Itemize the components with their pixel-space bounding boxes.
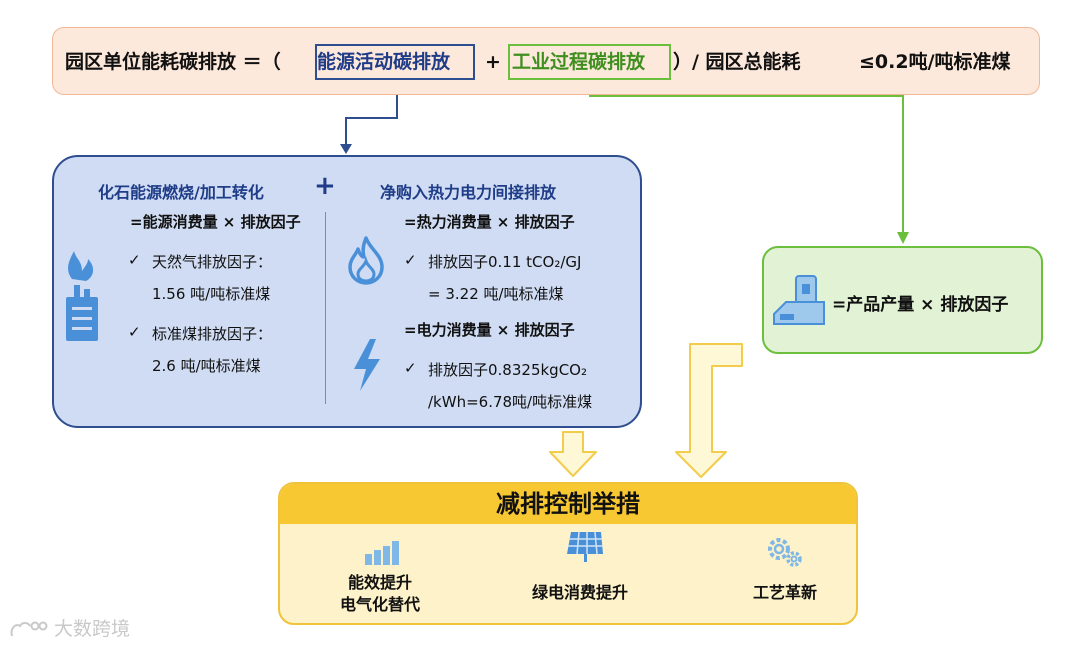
check-icon: ✓ [404,359,417,377]
measures-title: 减排控制举措 [280,484,856,524]
natural-gas-factor-label: 天然气排放因子： [152,253,273,271]
formula-suffix: ）/ 园区总能耗 [673,51,801,73]
heat-factor-value: = 3.22 吨/吨标准煤 [428,285,564,303]
formula-plus: + [485,51,501,73]
formula-bar: 园区单位能耗碳排放 ＝（ 能源活动碳排放 + 工业过程碳排放 ）/ 园区总能耗 … [52,27,1040,95]
measure-label: 能效提升 [347,573,412,592]
panel-divider [325,212,326,404]
energy-activity-term: 能源活动碳排放 [317,51,451,73]
measure-label: 电气化替代 [339,595,420,614]
check-icon: ✓ [128,251,141,269]
check-icon: ✓ [128,323,141,341]
flame-icon [348,236,384,285]
energy-formula: =能源消费量 × 排放因子 [130,213,301,231]
power-factor-label: 排放因子0.8325kgCO₂ [428,361,587,379]
bar-chart-icon [365,541,399,565]
factory-icon [66,251,98,341]
gears-icon [768,538,802,567]
standard-coal-factor-value: 2.6 吨/吨标准煤 [152,357,261,375]
measure-process-innovation: 工艺革新 [720,582,850,604]
process-formula: =产品产量 × 排放因子 [832,295,1009,315]
power-formula: =电力消费量 × 排放因子 [404,321,575,339]
measure-green-power: 绿电消费提升 [500,582,660,604]
panel-plus: + [314,171,336,201]
fossil-energy-title: 化石能源燃烧/加工转化 [98,183,264,202]
power-factor-value: /kWh=6.78吨/吨标准煤 [428,393,593,411]
industrial-process-term-box [508,44,671,80]
watermark: 大数跨境 [8,614,130,641]
indirect-emission-title: 净购入热力电力间接排放 [380,183,557,202]
industrial-process-panel: =产品产量 × 排放因子 [762,246,1043,354]
solar-panel-icon [567,531,603,562]
standard-coal-factor-label: 标准煤排放因子： [152,325,273,343]
heat-factor-label: 排放因子0.11 tCO₂/GJ [428,253,582,271]
lightning-icon [354,339,380,391]
watermark-text: 大数跨境 [54,618,131,640]
measure-label: 绿电消费提升 [531,583,628,602]
measure-label: 工艺革新 [752,583,817,602]
formula-limit: ≤0.2吨/吨标准煤 [859,51,1011,73]
formula-prefix: 园区单位能耗碳排放 ＝（ [65,51,281,73]
natural-gas-factor-value: 1.56 吨/吨标准煤 [152,285,271,303]
measure-energy-efficiency: 能效提升 电气化替代 [320,572,440,616]
energy-activity-term-box [315,44,475,80]
watermark-logo-icon [10,621,48,636]
heat-formula: =热力消费量 × 排放因子 [404,213,575,231]
energy-activity-panel: 化石能源燃烧/加工转化 + =能源消费量 × 排放因子 ✓ 天然气排放因子： 1… [52,155,642,428]
industrial-process-term: 工业过程碳排放 [512,51,646,73]
reduction-measures-panel: 减排控制举措 能效提升 电气化替代 绿电消费提升 工艺革新 [278,482,858,625]
industrial-machine-icon [773,275,825,325]
check-icon: ✓ [404,251,417,269]
